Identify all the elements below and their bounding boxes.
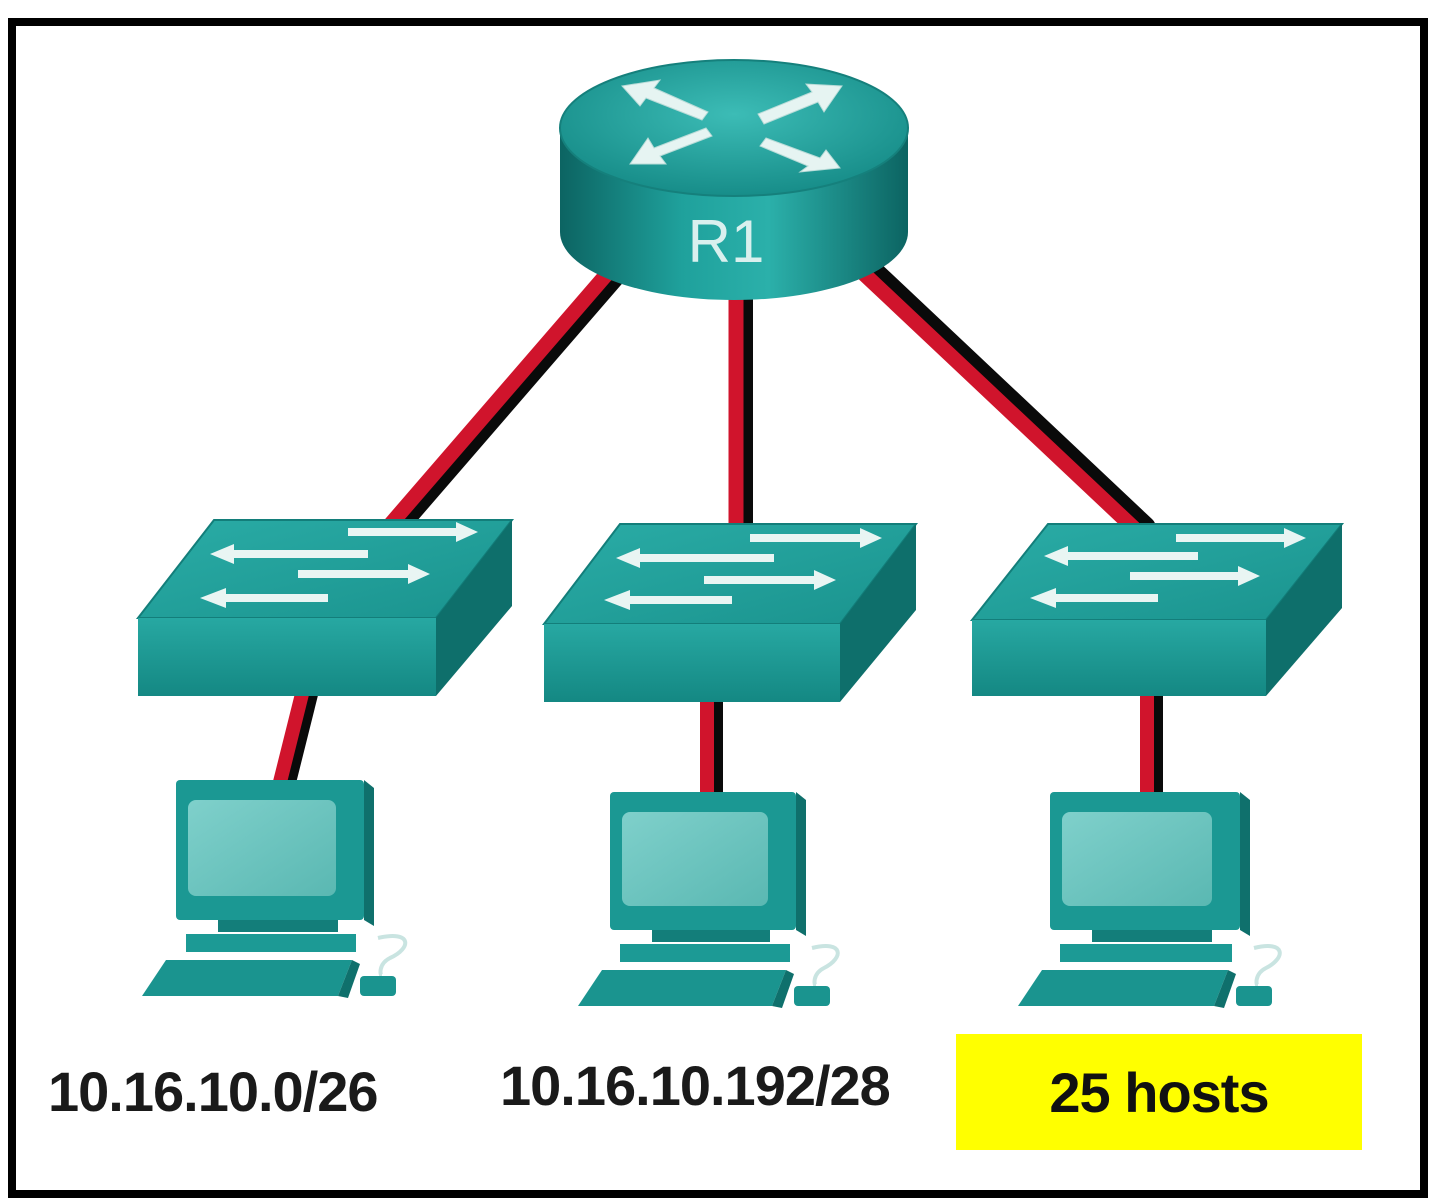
router-r1[interactable]: R1 [559,59,909,300]
switch-3[interactable] [969,523,1345,696]
switch-icon [969,523,1345,696]
switch-icon [135,519,515,696]
router-label: R1 [688,208,765,275]
pc-1[interactable] [142,780,408,998]
link-sw3-pc3 [1140,690,1163,794]
link-r1-sw1 [381,258,630,540]
pc-icon [578,792,840,1008]
subnet-label-1: 10.16.10.0/26 [48,1060,379,1123]
hosts-requirement-label: 25 hosts [1049,1060,1269,1124]
pc-icon [1018,792,1282,1008]
link-r1-sw2 [728,296,753,528]
switch-1[interactable] [135,519,515,696]
hosts-requirement-box: 25 hosts [956,1034,1362,1150]
pc-2[interactable] [578,792,840,1008]
subnet-label-2: 10.16.10.192/28 [500,1054,891,1117]
switch-icon [541,523,919,702]
router-icon [559,59,909,300]
link-sw2-pc2 [700,698,723,796]
link-sw1-pc1 [272,687,319,789]
link-r1-sw3 [854,256,1156,540]
pc-icon [142,780,408,998]
links [272,256,1163,796]
pc-3[interactable] [1018,792,1282,1008]
switch-2[interactable] [541,523,919,702]
